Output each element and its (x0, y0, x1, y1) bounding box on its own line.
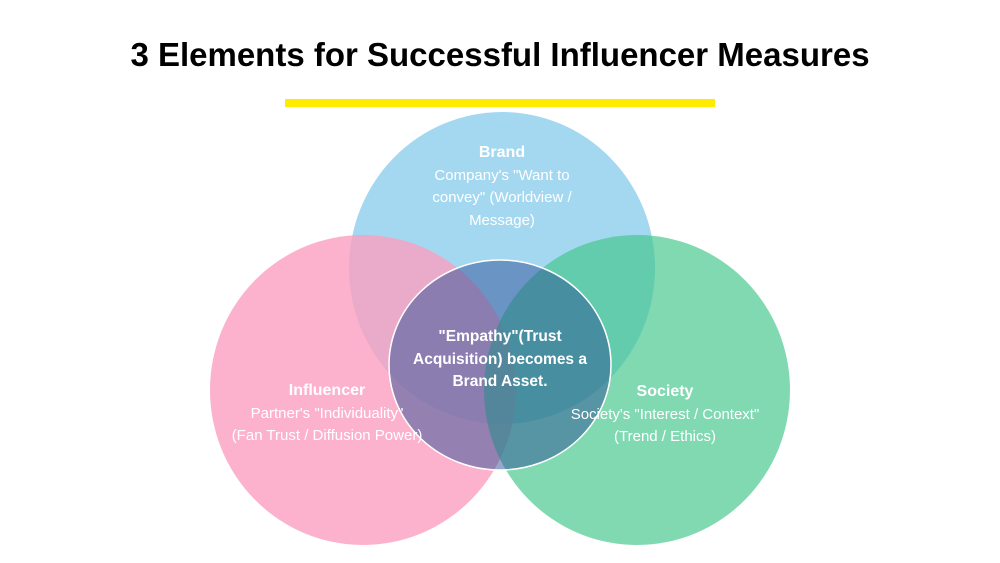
society-line: Society's "Interest / Context" (571, 406, 760, 423)
page-title: 3 Elements for Successful Influencer Mea… (130, 36, 870, 73)
influencer-line: Partner's "Individuality" (251, 405, 404, 422)
brand-line: Message) (469, 212, 535, 229)
title-underline (285, 99, 715, 107)
influencer-heading: Influencer (289, 382, 365, 399)
center-circle-border (388, 259, 612, 471)
brand-line: Company's "Want to (434, 167, 569, 184)
center-line: Acquisition) becomes a (413, 351, 587, 368)
society-heading: Society (637, 383, 694, 400)
society-line: (Trend / Ethics) (614, 428, 716, 445)
brand-line: convey" (Worldview / (432, 189, 572, 206)
center-line: "Empathy"(Trust (438, 328, 561, 345)
center-circle (389, 260, 611, 470)
brand-heading: Brand (479, 144, 525, 161)
center-line: Brand Asset. (452, 373, 547, 390)
influencer-line: (Fan Trust / Diffusion Power) (232, 427, 423, 444)
